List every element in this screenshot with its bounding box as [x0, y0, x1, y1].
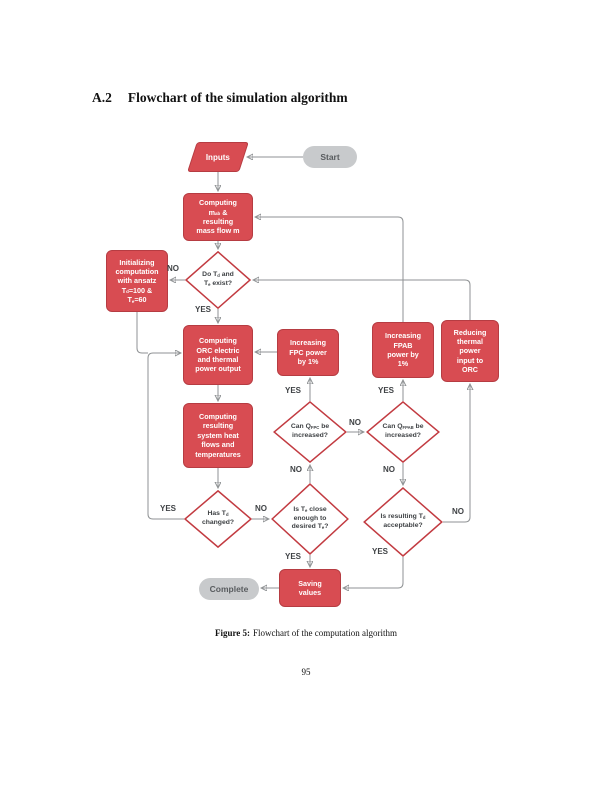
- diamond-shape: [366, 401, 440, 463]
- edge-label-no-qfpc-right: NO: [349, 418, 361, 427]
- figure-caption-label: Figure 5:: [214, 628, 251, 638]
- diamond-shape: [363, 487, 443, 557]
- edge-label-yes-qfpc: YES: [284, 386, 301, 395]
- edge-resulting-no-to-reduce: [443, 384, 470, 523]
- edge-label-no-qfpab-down: NO: [383, 465, 395, 474]
- edge-label-no-resulting: NO: [452, 507, 464, 516]
- edge-label-yes-qfpab: YES: [377, 386, 394, 395]
- start-label: Start: [320, 152, 340, 162]
- section-heading: A.2 Flowchart of the simulation algorithm: [92, 90, 348, 106]
- inputs-label: Inputs: [206, 152, 230, 162]
- edge-fpab-to-computing-m: [255, 217, 404, 322]
- figure-caption: Figure 5:Flowchart of the computation al…: [0, 628, 612, 638]
- diamond-shape: [271, 483, 349, 555]
- figure-caption-text: Flowchart of the computation algorithm: [253, 628, 398, 638]
- node-start: Start: [303, 146, 357, 168]
- edge-label-yes-exist: YES: [194, 305, 211, 314]
- page-number: 95: [301, 667, 311, 677]
- node-complete: Complete: [199, 578, 259, 600]
- edge-label-no-exist: NO: [167, 264, 179, 273]
- edge-hastd-yes-to-orc: [147, 353, 184, 520]
- edge-reduce-to-do-exist: [253, 280, 471, 320]
- complete-label: Complete: [209, 584, 249, 594]
- edge-label-no-iste-up: NO: [290, 465, 302, 474]
- edge-label-no-hastd: NO: [255, 504, 267, 513]
- edge-init-to-orc-junction: [136, 312, 148, 354]
- diamond-shape: [273, 401, 347, 463]
- section-number: A.2: [92, 90, 112, 105]
- diamond-shape: [185, 251, 251, 309]
- edge-label-yes-resulting: YES: [371, 547, 388, 556]
- edge-label-yes-hastd: YES: [159, 504, 176, 513]
- edge-label-yes-iste: YES: [284, 552, 301, 561]
- diamond-shape: [184, 490, 252, 548]
- node-inputs: Inputs: [187, 142, 249, 172]
- section-title: Flowchart of the simulation algorithm: [127, 90, 348, 105]
- edge-resulting-yes-to-saving: [343, 557, 404, 588]
